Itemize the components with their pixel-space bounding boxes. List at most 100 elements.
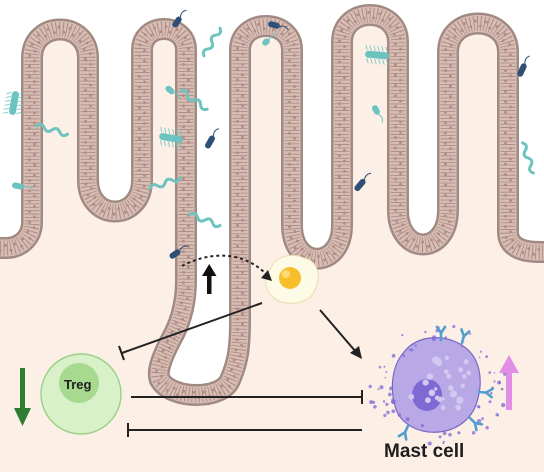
epithelial-nucleus <box>33 121 36 125</box>
epithelial-nucleus <box>176 35 180 39</box>
epithelial-nucleus <box>28 147 31 151</box>
epithelial-nucleus <box>33 101 36 104</box>
epithelial-nucleus <box>399 78 402 82</box>
epithelial-nucleus <box>28 75 31 78</box>
epithelial-nucleus <box>430 238 433 242</box>
epithelial-nucleus <box>399 172 402 176</box>
epithelial-nucleus <box>484 20 488 24</box>
epithelial-nucleus <box>138 116 141 120</box>
epithelial-nucleus <box>395 219 399 223</box>
epithelial-nucleus <box>236 296 239 300</box>
epithelial-nucleus <box>343 169 346 173</box>
epithelial-nucleus <box>241 177 244 181</box>
epithelial-nucleus <box>182 73 185 77</box>
epithelial-nucleus <box>399 203 402 207</box>
epithelial-nucleus <box>367 11 371 14</box>
epithelial-nucleus <box>186 286 190 290</box>
epithelial-nucleus <box>181 42 185 46</box>
epithelial-nucleus <box>496 31 500 35</box>
epithelial-nucleus <box>509 136 512 140</box>
mediator-increase-arrow-head <box>202 264 217 276</box>
epithelial-nucleus <box>508 42 512 46</box>
epithelial-nucleus <box>84 161 87 165</box>
released-granule <box>500 387 504 391</box>
released-granule <box>391 399 396 404</box>
released-granule <box>391 353 396 358</box>
epithelial-nucleus <box>236 307 239 311</box>
epithelial-nucleus <box>187 109 190 113</box>
epithelial-nucleus <box>138 95 141 99</box>
epithelial-nucleus <box>182 177 185 181</box>
epithelial-nucleus <box>89 73 92 77</box>
epithelial-nucleus <box>241 260 244 264</box>
epithelial-nucleus <box>112 212 116 216</box>
mast-cell-label: Mast cell <box>384 441 465 462</box>
epithelial-nucleus <box>236 192 239 196</box>
epithelial-nucleus <box>527 247 531 251</box>
epithelial-nucleus <box>226 377 230 381</box>
released-granule <box>442 442 445 445</box>
epithelial-nucleus <box>168 346 172 350</box>
epithelial-nucleus <box>33 163 36 167</box>
epithelial-nucleus <box>89 83 92 87</box>
epithelial-nucleus <box>236 276 239 279</box>
epithelial-nucleus <box>138 106 141 110</box>
epithelial-nucleus <box>343 45 346 48</box>
flagellated-bacterium <box>2 91 26 115</box>
epithelial-nucleus <box>138 54 141 58</box>
released-granule <box>469 332 472 335</box>
epithelial-nucleus <box>338 195 341 199</box>
epithelial-nucleus <box>89 125 92 129</box>
epithelial-nucleus <box>187 244 190 248</box>
epithelial-nucleus <box>399 141 402 145</box>
rod-bacterium <box>172 9 187 28</box>
epithelial-nucleus <box>253 29 257 33</box>
intracellular-granule <box>456 396 464 404</box>
epithelial-nucleus <box>394 94 397 98</box>
epithelial-nucleus <box>236 130 239 134</box>
epithelial-nucleus <box>288 152 291 156</box>
epithelial-nucleus <box>449 126 452 130</box>
epithelial-nucleus <box>28 95 31 99</box>
epithelial-nucleus <box>449 167 452 171</box>
epithelial-nucleus <box>192 390 196 394</box>
epithelial-nucleus <box>202 390 206 394</box>
epithelial-nucleus <box>28 210 31 214</box>
epithelial-nucleus <box>444 79 447 83</box>
epithelial-nucleus <box>504 214 507 218</box>
ige-receptor <box>468 416 484 432</box>
epithelial-nucleus <box>177 311 181 315</box>
epithelial-nucleus <box>182 281 185 285</box>
epithelial-nucleus <box>399 162 402 165</box>
epithelial-nucleus <box>241 83 244 87</box>
epithelial-nucleus <box>168 30 172 34</box>
epithelial-nucleus <box>187 88 190 92</box>
epithelial-nucleus <box>241 270 244 274</box>
epithelial-nucleus <box>509 126 512 130</box>
epithelial-nucleus <box>447 220 451 224</box>
dendritic-inhibits-treg-bar <box>118 345 125 361</box>
epithelial-nucleus <box>139 195 143 199</box>
epithelial-nucleus <box>504 204 507 208</box>
epithelial-nucleus <box>398 37 402 40</box>
epithelial-nucleus <box>143 132 146 136</box>
epithelial-nucleus <box>32 226 36 230</box>
epithelial-nucleus <box>157 359 161 362</box>
epithelial-nucleus <box>85 41 89 45</box>
epithelial-nucleus <box>138 127 141 131</box>
epithelial-nucleus <box>138 137 141 141</box>
epithelial-nucleus <box>143 69 146 73</box>
epithelial-nucleus <box>444 141 447 145</box>
epithelial-nucleus <box>388 24 392 28</box>
intracellular-granule <box>408 393 415 400</box>
epithelial-nucleus <box>300 247 304 251</box>
epithelial-nucleus <box>337 226 341 230</box>
epithelial-nucleus <box>399 47 402 51</box>
epithelial-nucleus <box>241 114 244 118</box>
epithelial-nucleus <box>478 24 482 28</box>
epithelial-nucleus <box>101 209 105 213</box>
epithelial-nucleus <box>343 97 346 100</box>
epithelial-nucleus <box>444 131 447 135</box>
epithelial-nucleus <box>138 43 142 47</box>
